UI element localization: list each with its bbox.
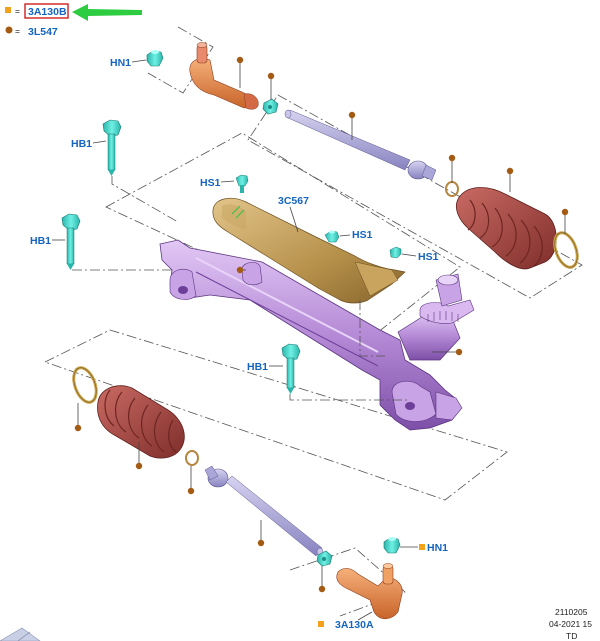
label-hb1-left[interactable]: HB1 bbox=[30, 235, 51, 247]
circle-marker bbox=[267, 72, 275, 80]
clamp-small-top[interactable] bbox=[445, 181, 459, 197]
circle-marker bbox=[348, 111, 356, 119]
legend: = 3A130B = 3L547 bbox=[5, 3, 142, 38]
nut-hn1-bottom[interactable] bbox=[383, 537, 401, 554]
bellows-boot-right[interactable] bbox=[456, 187, 557, 270]
circle-marker bbox=[318, 585, 326, 593]
circle-marker bbox=[74, 424, 82, 432]
tie-rod-end-bottom[interactable] bbox=[336, 563, 403, 620]
bolt-hb1-left[interactable] bbox=[61, 213, 81, 270]
outline-lower-group bbox=[43, 329, 508, 501]
circle-marker bbox=[455, 348, 463, 356]
leader-hb1-upper-to-rack bbox=[111, 176, 179, 223]
label-3c567[interactable]: 3C567 bbox=[278, 195, 309, 207]
label-hs1-right[interactable]: HS1 bbox=[418, 251, 439, 263]
legend-eq-2: = bbox=[15, 26, 20, 36]
screw-hs1-right[interactable] bbox=[389, 246, 402, 259]
square-marker-hn1-bottom bbox=[419, 544, 425, 550]
leader-hb1-lower-to-rack bbox=[289, 394, 408, 401]
clamp-ring-right[interactable] bbox=[550, 230, 581, 271]
bellows-boot-left[interactable] bbox=[97, 385, 185, 459]
steering-rack-housing[interactable] bbox=[159, 239, 475, 431]
label-hn1-top[interactable]: HN1 bbox=[110, 57, 131, 69]
label-hs1-left[interactable]: HS1 bbox=[200, 177, 221, 189]
circle-marker-icon bbox=[5, 26, 13, 34]
clamp-ring-left[interactable] bbox=[69, 365, 100, 406]
footer-ref-number: 2110205 bbox=[555, 607, 588, 617]
legend-eq-1: = bbox=[15, 6, 20, 16]
tie-rod-end-top[interactable] bbox=[189, 42, 259, 110]
label-3a130a[interactable]: 3A130A bbox=[335, 619, 374, 631]
leader-shield-to-rack bbox=[359, 300, 385, 357]
circle-marker bbox=[135, 462, 143, 470]
label-hn1-bottom[interactable]: HN1 bbox=[427, 542, 448, 554]
outline-right-boot bbox=[247, 94, 583, 299]
inner-tie-rod-bottom[interactable] bbox=[204, 465, 324, 557]
label-hs1-mid[interactable]: HS1 bbox=[352, 229, 373, 241]
circle-marker bbox=[187, 487, 195, 495]
label-hb1-lower[interactable]: HB1 bbox=[247, 361, 268, 373]
circle-markers bbox=[74, 56, 569, 593]
circle-marker bbox=[561, 208, 569, 216]
page-fold-icon bbox=[0, 627, 41, 641]
footer-initials: TD bbox=[566, 631, 577, 641]
bolt-hb1-lower[interactable] bbox=[281, 343, 301, 394]
square-marker-3a130a bbox=[318, 621, 324, 627]
bolt-hb1-upper[interactable] bbox=[102, 119, 122, 176]
teal-bushing-bottom[interactable] bbox=[316, 550, 333, 567]
square-marker-icon bbox=[5, 7, 11, 13]
teal-bushing-top[interactable] bbox=[262, 98, 279, 115]
heat-shield-3c567[interactable] bbox=[212, 197, 406, 304]
circle-marker bbox=[506, 167, 514, 175]
screw-hs1-left[interactable] bbox=[235, 174, 249, 193]
inner-tie-rod-top[interactable] bbox=[284, 109, 437, 181]
highlight-box bbox=[24, 3, 69, 19]
circle-marker bbox=[257, 539, 265, 547]
legend-square-code[interactable]: 3A130B bbox=[28, 6, 67, 18]
circle-marker bbox=[448, 154, 456, 162]
footer-date: 04-2021 15 bbox=[549, 619, 592, 629]
circle-marker bbox=[236, 56, 244, 64]
label-hb1-upper[interactable]: HB1 bbox=[71, 138, 92, 150]
screw-hs1-mid[interactable] bbox=[324, 230, 340, 243]
circle-marker bbox=[236, 266, 244, 274]
nut-hn1-top[interactable] bbox=[146, 50, 164, 67]
legend-circle-code[interactable]: 3L547 bbox=[28, 26, 58, 38]
green-arrow-icon bbox=[72, 4, 142, 21]
clamp-small-bottom[interactable] bbox=[185, 450, 199, 466]
